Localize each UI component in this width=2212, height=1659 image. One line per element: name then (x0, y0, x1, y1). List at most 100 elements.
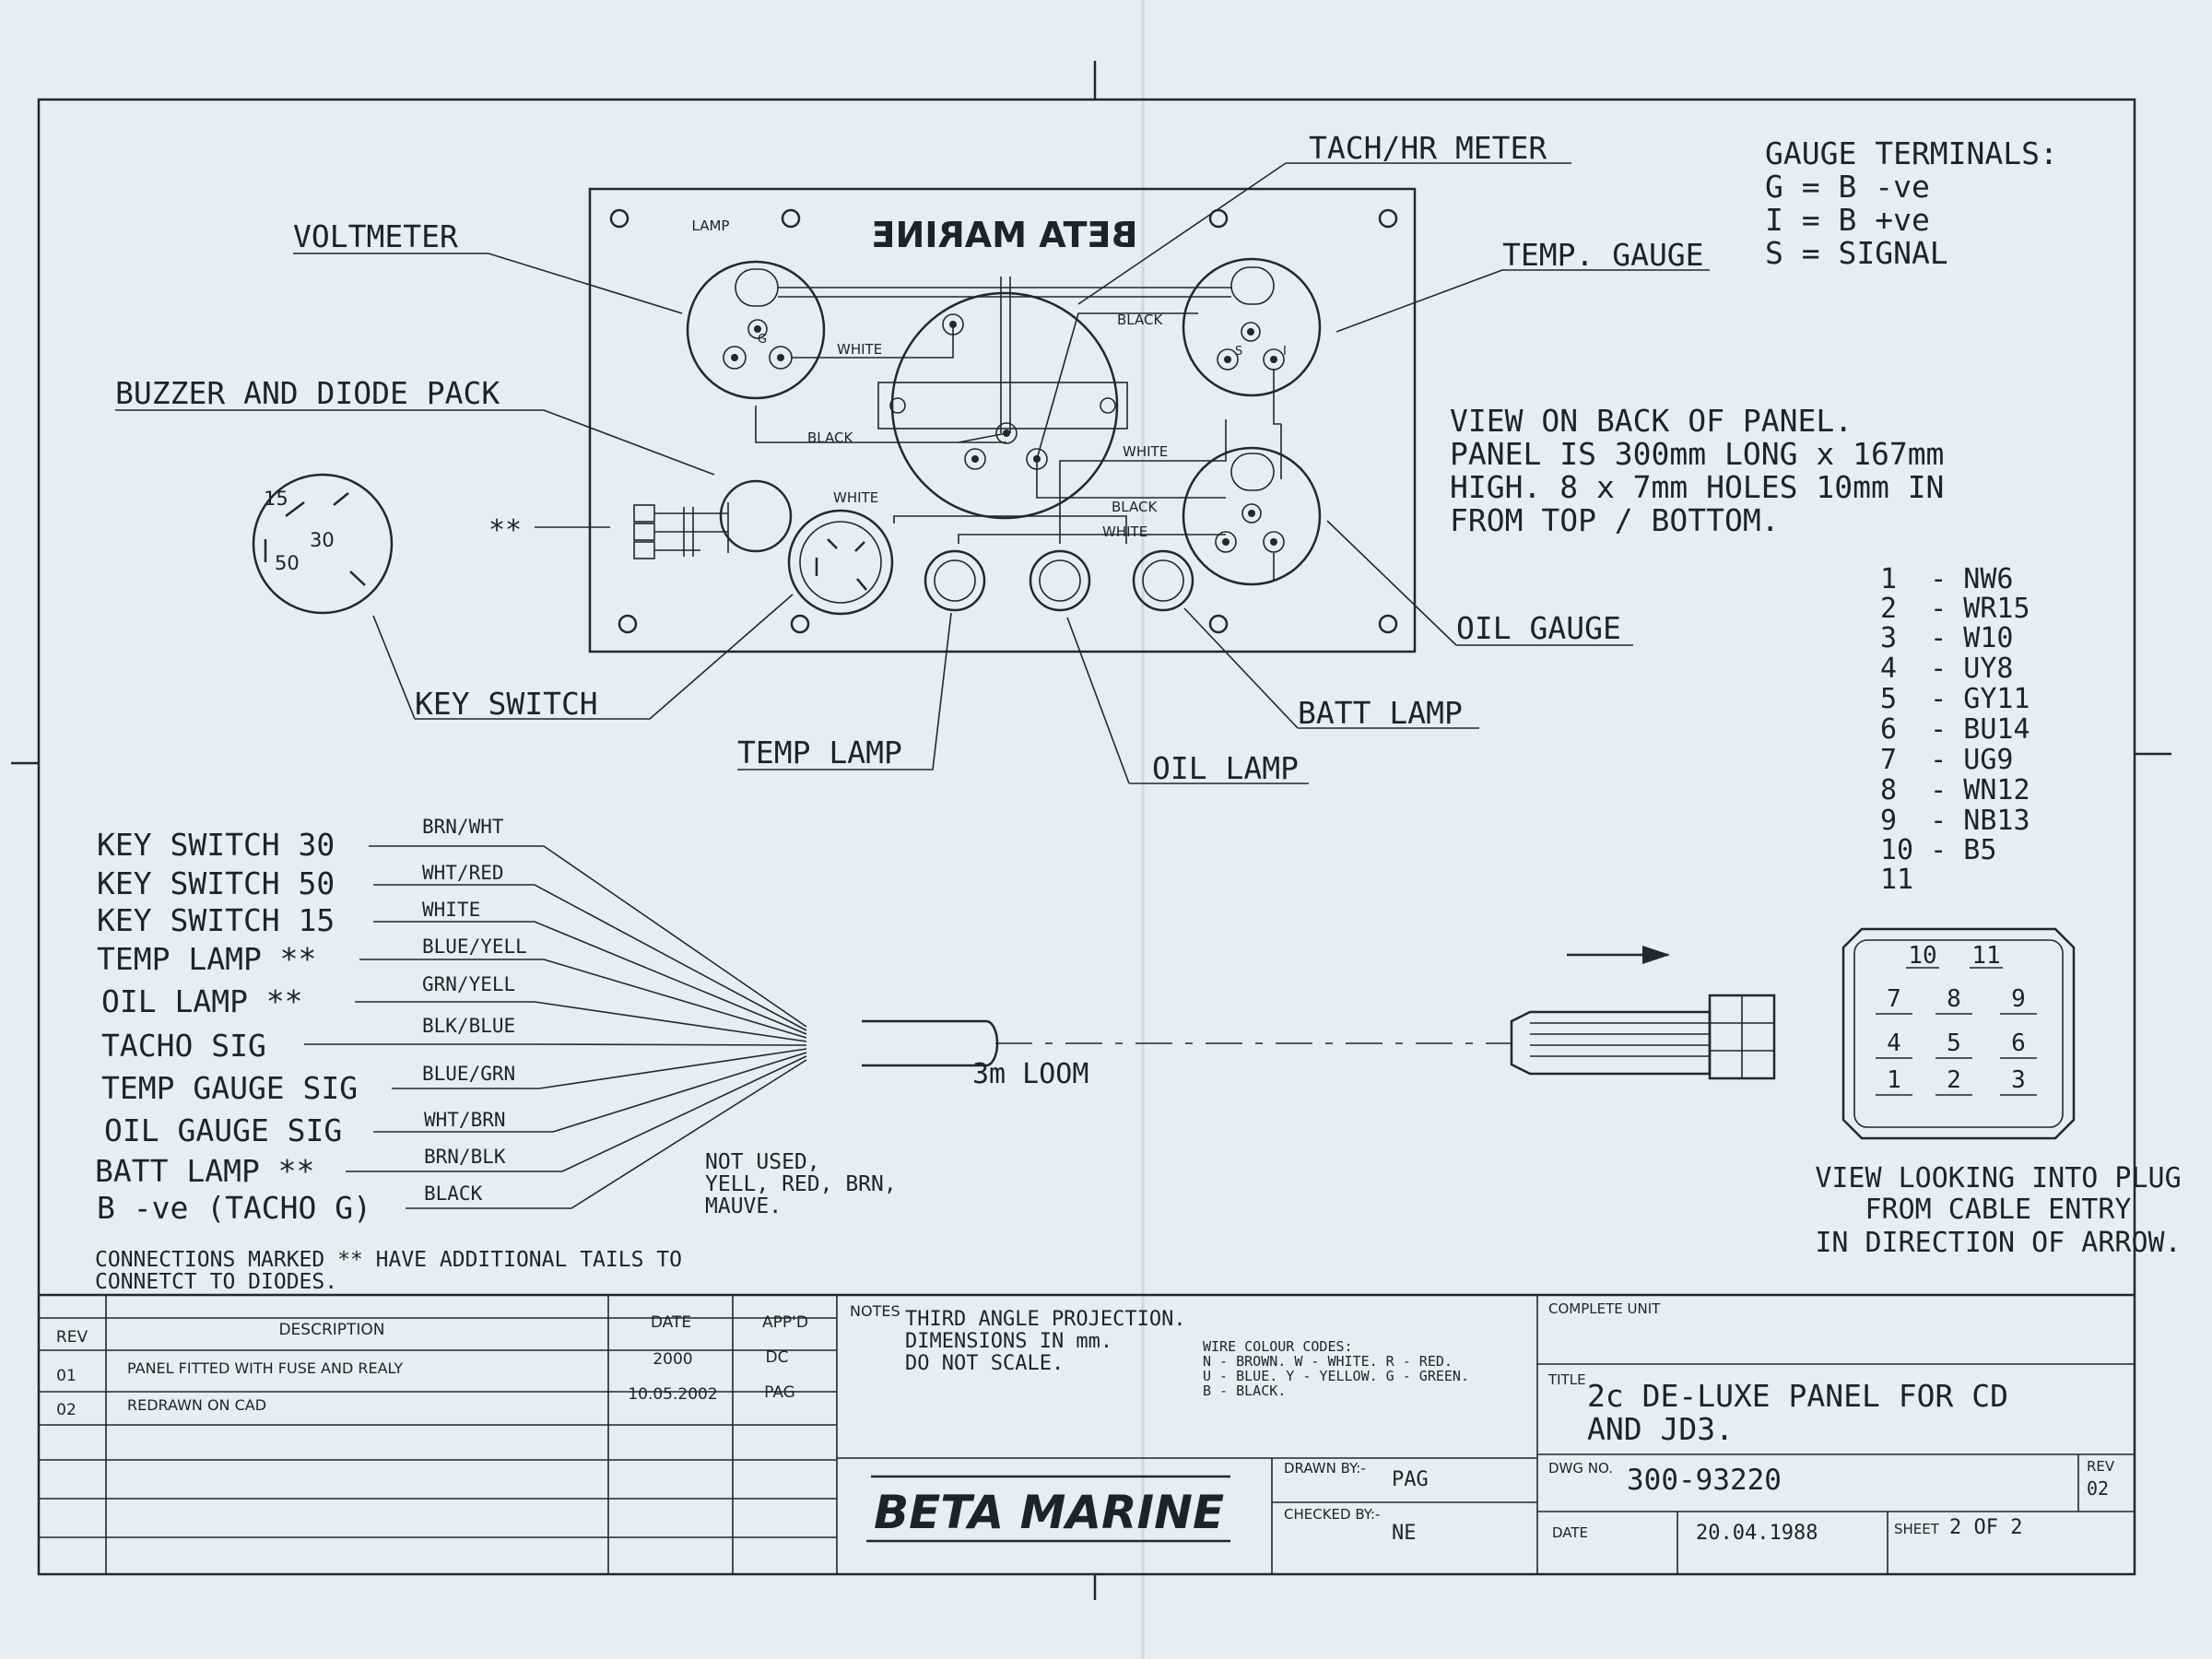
plug-note: FROM CABLE ENTRY (1865, 1194, 2132, 1226)
mounting-hole (609, 208, 629, 229)
lamp-small-label: LAMP (692, 218, 730, 234)
notes-label: NOTES (850, 1302, 900, 1320)
gauge-terminals-note: GAUGE TERMINALS: G = B -ve I = B +ve S =… (1765, 135, 2058, 271)
description-header: DESCRIPTION (278, 1321, 384, 1339)
panel-brand-mirrored: BETA MARINE (872, 215, 1138, 255)
diode-terminal (633, 504, 655, 523)
oil-gauge-terminal (1263, 531, 1285, 553)
wire-label-white: WHITE (833, 489, 878, 506)
not-used-note: YELL, RED, BRN, (705, 1172, 897, 1196)
diode-pack (654, 507, 700, 557)
gauge-terminal-line: I = B +ve (1765, 202, 1930, 238)
gauge-terminal-line: G = B -ve (1765, 169, 1930, 205)
wire-colour: WHITE (422, 899, 480, 921)
temp-gauge-body (1182, 257, 1322, 397)
wire-label-black: BLACK (807, 429, 853, 446)
label-temp-gauge: TEMP. GAUGE (1502, 237, 1704, 273)
terminal-label-i: I (1283, 345, 1287, 359)
leader-buzzer (115, 409, 715, 476)
key-switch-pin (333, 492, 349, 506)
key-switch-contact (827, 538, 838, 549)
leader-tach (1077, 162, 1571, 305)
pin-list-item: 9 - NB13 (1880, 805, 2030, 837)
pin-list-item: 6 - BU14 (1880, 713, 2030, 746)
beta-marine-logo: BETA MARINE (874, 1486, 1224, 1539)
title-cells-grid (1537, 1363, 2135, 1574)
plug-pin: 7 (1887, 985, 1901, 1013)
drawing-border (37, 98, 2136, 1576)
plug-pin: 9 (2011, 985, 2026, 1013)
temp-lamp-body (924, 549, 986, 612)
revision-table-columns (105, 1295, 838, 1574)
pin-list-item: 11 (1880, 864, 1913, 896)
appd-header: APP'D (762, 1313, 808, 1332)
pin-list: 1 - NW6 2 - WR15 3 - W10 4 - UY8 5 - GY1… (1880, 563, 2030, 896)
loom-wire (406, 1059, 807, 1209)
plug-face-outline (1841, 927, 2076, 1140)
panel-internal-wiring (958, 432, 1226, 499)
oil-gauge-terminal (1241, 503, 1262, 524)
loom-wire (346, 1055, 807, 1172)
leader-key-switch (372, 594, 794, 720)
batt-lamp-inner (1142, 559, 1184, 602)
not-used-note: NOT USED, (705, 1150, 820, 1174)
oil-gauge-lamp (1230, 453, 1275, 491)
panel-outline (588, 187, 1417, 653)
connection-label: KEY SWITCH 30 (97, 827, 335, 863)
revision-description: PANEL FITTED WITH FUSE AND REALY (127, 1359, 403, 1377)
loom-wire (392, 1048, 807, 1089)
label-voltmeter: VOLTMETER (293, 218, 458, 254)
tach-hr-meter-body (890, 291, 1119, 520)
title-label: TITLE (1547, 1371, 1586, 1388)
diode-terminal (633, 541, 655, 559)
leader-temp-gauge (1335, 269, 1710, 333)
pin-list-item: 3 - W10 (1880, 622, 2014, 654)
wire-colour: BLACK (424, 1182, 483, 1205)
terminal-dot (1270, 538, 1277, 546)
wire-colour: BLUE/YELL (422, 935, 527, 958)
tach-terminal (964, 448, 986, 470)
label-tach-hr-meter: TACH/HR METER (1309, 130, 1547, 166)
connection-label: OIL GAUGE SIG (104, 1112, 342, 1148)
rev-label: REV (2087, 1458, 2115, 1475)
connection-label: TEMP LAMP ** (97, 941, 316, 977)
wire-label-white: WHITE (837, 341, 882, 358)
oil-lamp-body (1029, 549, 1091, 612)
leader-oil-lamp (1066, 617, 1309, 784)
sheet-value: 2 OF 2 (1949, 1516, 2022, 1539)
loom-wire (373, 921, 807, 1035)
oil-gauge-body (1182, 446, 1322, 586)
leader-temp-lamp (737, 612, 952, 771)
plug-pin: 4 (1887, 1030, 1901, 1057)
dwg-no-label: DWG NO. (1548, 1460, 1613, 1477)
batt-lamp-body (1132, 549, 1194, 612)
loom-label: 3m LOOM (972, 1058, 1088, 1090)
label-oil-lamp: OIL LAMP (1152, 750, 1299, 786)
plug-pin: 8 (1947, 985, 1961, 1013)
connection-label: BATT LAMP ** (95, 1153, 314, 1189)
connections-note: CONNECTIONS MARKED ** HAVE ADDITIONAL TA… (95, 1248, 682, 1272)
key-switch-detail: 15 30 50 (252, 473, 394, 615)
connection-label: B -ve (TACHO G) (97, 1190, 371, 1226)
terminal-dot (1248, 510, 1255, 517)
note-line: THIRD ANGLE PROJECTION. (905, 1308, 1186, 1331)
gauge-terminal-line: S = SIGNAL (1765, 235, 1948, 271)
revision-date: 10.05.2002 (628, 1385, 717, 1404)
mounting-hole (1208, 208, 1229, 229)
title-block: REV DESCRIPTION DATE APP'D 01 PANEL FITT… (39, 1293, 2135, 1574)
dwg-no-value: 300-93220 (1627, 1464, 1782, 1497)
loom-wire (359, 959, 807, 1039)
diode-link (700, 502, 729, 553)
temp-gauge-terminal (1241, 322, 1261, 342)
mounting-hole (1378, 614, 1398, 634)
pin-list-item: 7 - UG9 (1880, 744, 2014, 776)
plug-wires (1530, 1022, 1710, 1057)
plug-note: IN DIRECTION OF ARROW. (1815, 1227, 2181, 1259)
ks-terminal-50: 50 (275, 552, 300, 574)
pin-list-item: 4 - UY8 (1880, 653, 2014, 685)
panel-callouts: TACH/HR METER VOLTMETER TEMP. GAUGE BUZZ… (115, 130, 1710, 786)
plug-pin: 6 (2011, 1030, 2026, 1057)
complete-unit-label: COMPLETE UNIT (1548, 1300, 1661, 1317)
connection-label: KEY SWITCH 50 (97, 865, 335, 901)
